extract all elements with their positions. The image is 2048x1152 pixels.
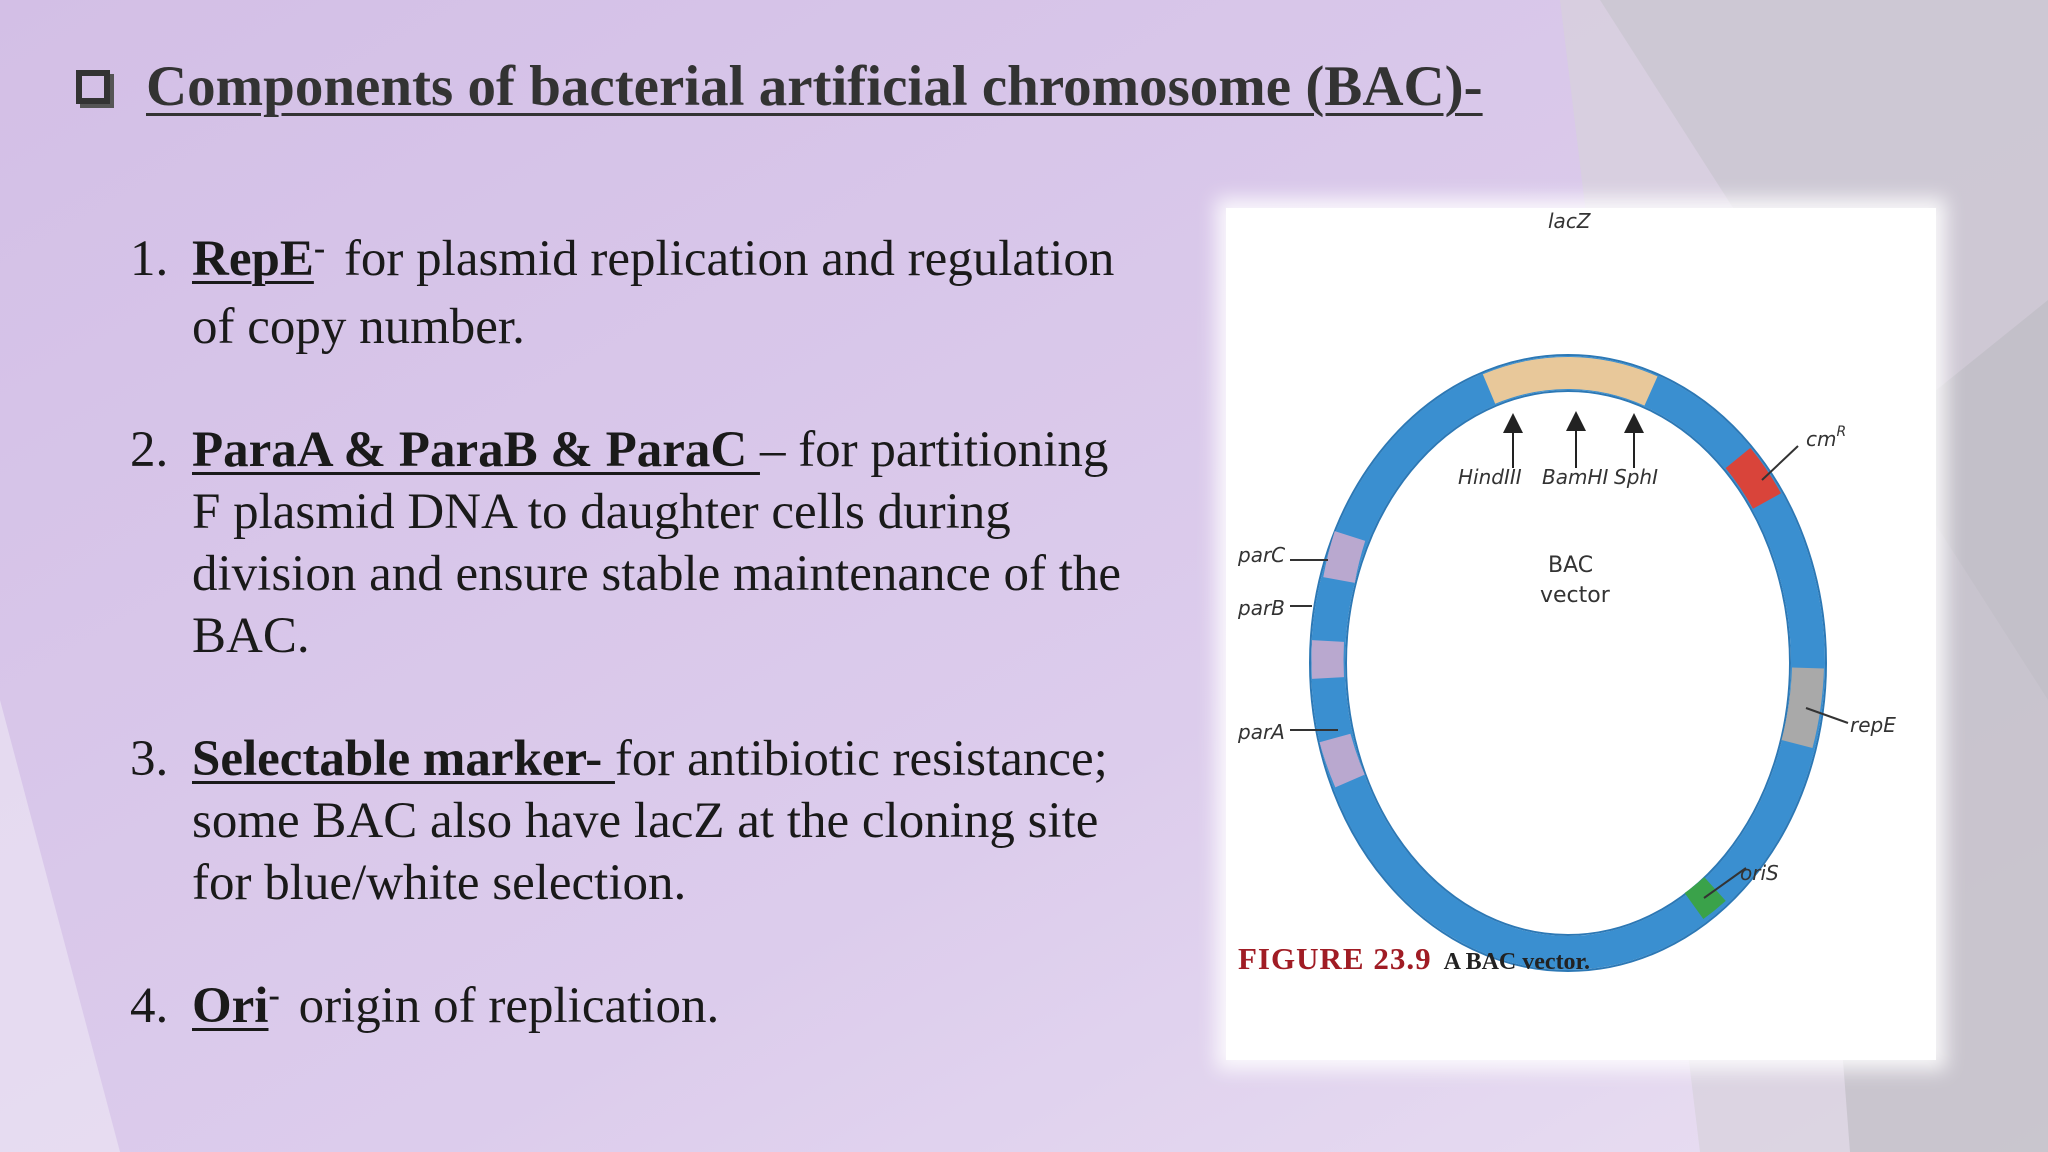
- center-label-bac: BAC: [1548, 553, 1593, 578]
- lacz-label: lacZ: [1548, 209, 1592, 233]
- item-text: for plasmid replication and regulation o…: [192, 231, 1115, 355]
- cmr-label-superscript: R: [1836, 424, 1846, 440]
- item-number: 2.: [130, 422, 169, 478]
- parc-label: parC: [1237, 543, 1285, 567]
- repe-leader: [1805, 707, 1849, 724]
- para-label: parA: [1237, 720, 1285, 744]
- item-term: Selectable marker-: [192, 731, 615, 787]
- item-term: Ori: [192, 978, 269, 1034]
- hindiii-label: HindIII: [1458, 465, 1522, 489]
- bamhi-label: BamHI: [1542, 465, 1608, 489]
- item-term-suffix: -: [268, 977, 280, 1014]
- item-term: RepE: [192, 231, 314, 287]
- repe-label: repE: [1850, 713, 1896, 737]
- item-body: RepE- for plasmid replication and regula…: [192, 228, 1130, 358]
- item-number: 1.: [130, 231, 169, 287]
- list-item: 3. Selectable marker- for antibiotic res…: [130, 728, 1130, 914]
- repe-segment: [1781, 667, 1824, 749]
- item-number: 3.: [130, 731, 169, 787]
- list-item: 1. RepE- for plasmid replication and reg…: [130, 228, 1130, 358]
- cmr-segment: [1725, 447, 1782, 509]
- oris-label: oriS: [1740, 861, 1779, 885]
- para-segment: [1319, 733, 1365, 788]
- cmr-label-text: cm: [1806, 427, 1836, 451]
- item-term: ParaA & ParaB & ParaC: [192, 422, 760, 478]
- item-number: 4.: [130, 978, 169, 1034]
- checkbox-bullet-icon: [76, 69, 110, 104]
- item-text: origin of replication.: [298, 978, 720, 1034]
- cmr-leader: [1761, 445, 1799, 481]
- item-body: ParaA & ParaB & ParaC – for partitioning…: [192, 419, 1130, 667]
- cmr-label: cmR: [1806, 424, 1846, 451]
- parc-segment: [1323, 531, 1366, 584]
- bac-vector-diagram: lacZ HindIII BamHI SphI cmR repE oriS pa…: [1237, 209, 1896, 972]
- bac-vector-figure: lacZ HindIII BamHI SphI cmR repE oriS pa…: [1226, 208, 1936, 1060]
- component-list: 1. RepE- for plasmid replication and reg…: [130, 228, 1130, 1104]
- title-text: Components of bacterial artificial chrom…: [146, 55, 1483, 118]
- plasmid-ring-inner-edge: [1345, 390, 1791, 936]
- figure-caption: FIGURE 23.9 A BAC vector.: [1238, 941, 1590, 977]
- slide-title: Components of bacterial artificial chrom…: [76, 54, 1483, 119]
- item-body: Ori- origin of replication.: [192, 975, 1130, 1043]
- center-label-vector: vector: [1540, 583, 1611, 608]
- caption-text: A BAC vector.: [1443, 949, 1591, 975]
- oris-leader: [1703, 867, 1747, 899]
- item-text: for antibiotic resistance; some BAC also…: [192, 731, 1108, 911]
- caption-number: FIGURE 23.9: [1238, 941, 1432, 976]
- item-text: – for partitioning F plasmid DNA to daug…: [192, 422, 1122, 664]
- list-item: 4. Ori- origin of replication.: [130, 975, 1130, 1043]
- item-body: Selectable marker- for antibiotic resist…: [192, 728, 1130, 914]
- list-item: 2. ParaA & ParaB & ParaC – for partition…: [130, 419, 1130, 667]
- item-term-suffix: -: [313, 230, 326, 267]
- plasmid-ring-outer-edge: [1309, 354, 1827, 972]
- lacz-segment: [1482, 356, 1658, 406]
- sphi-label: SphI: [1614, 465, 1658, 489]
- parb-label: parB: [1237, 596, 1285, 620]
